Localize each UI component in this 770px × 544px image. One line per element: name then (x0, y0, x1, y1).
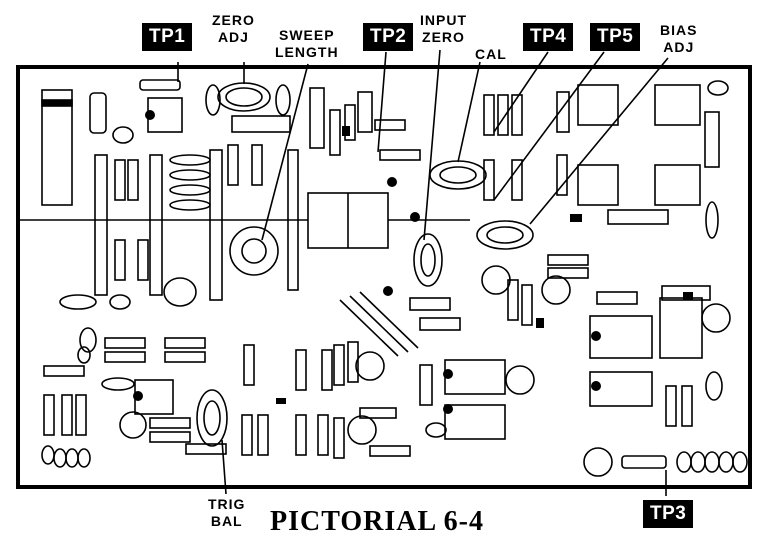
label-trig-bal-line1: TRIG (208, 496, 245, 513)
label-bias-adj-line2: ADJ (660, 39, 697, 56)
label-cal: CAL (475, 46, 507, 63)
figure-caption: PICTORIAL 6-4 (270, 506, 484, 538)
label-sweep-length: SWEEP LENGTH (275, 27, 339, 61)
test-point-tp1: TP1 (142, 23, 192, 51)
label-sweep-line1: SWEEP (275, 27, 339, 44)
label-trig-bal-line2: BAL (208, 513, 245, 530)
label-input-zero-line1: INPUT (420, 12, 467, 29)
label-zero-adj-line2: ADJ (212, 29, 255, 46)
label-zero-adj-line1: ZERO (212, 12, 255, 29)
test-point-tp3: TP3 (643, 500, 693, 528)
label-input-zero: INPUT ZERO (420, 12, 467, 46)
label-input-zero-line2: ZERO (420, 29, 467, 46)
label-bias-adj-line1: BIAS (660, 22, 697, 39)
label-zero-adj: ZERO ADJ (212, 12, 255, 46)
label-bias-adj: BIAS ADJ (660, 22, 697, 56)
test-point-tp2: TP2 (363, 23, 413, 51)
label-sweep-line2: LENGTH (275, 44, 339, 61)
test-point-tp5: TP5 (590, 23, 640, 51)
label-trig-bal: TRIG BAL (208, 496, 245, 530)
test-point-tp4: TP4 (523, 23, 573, 51)
